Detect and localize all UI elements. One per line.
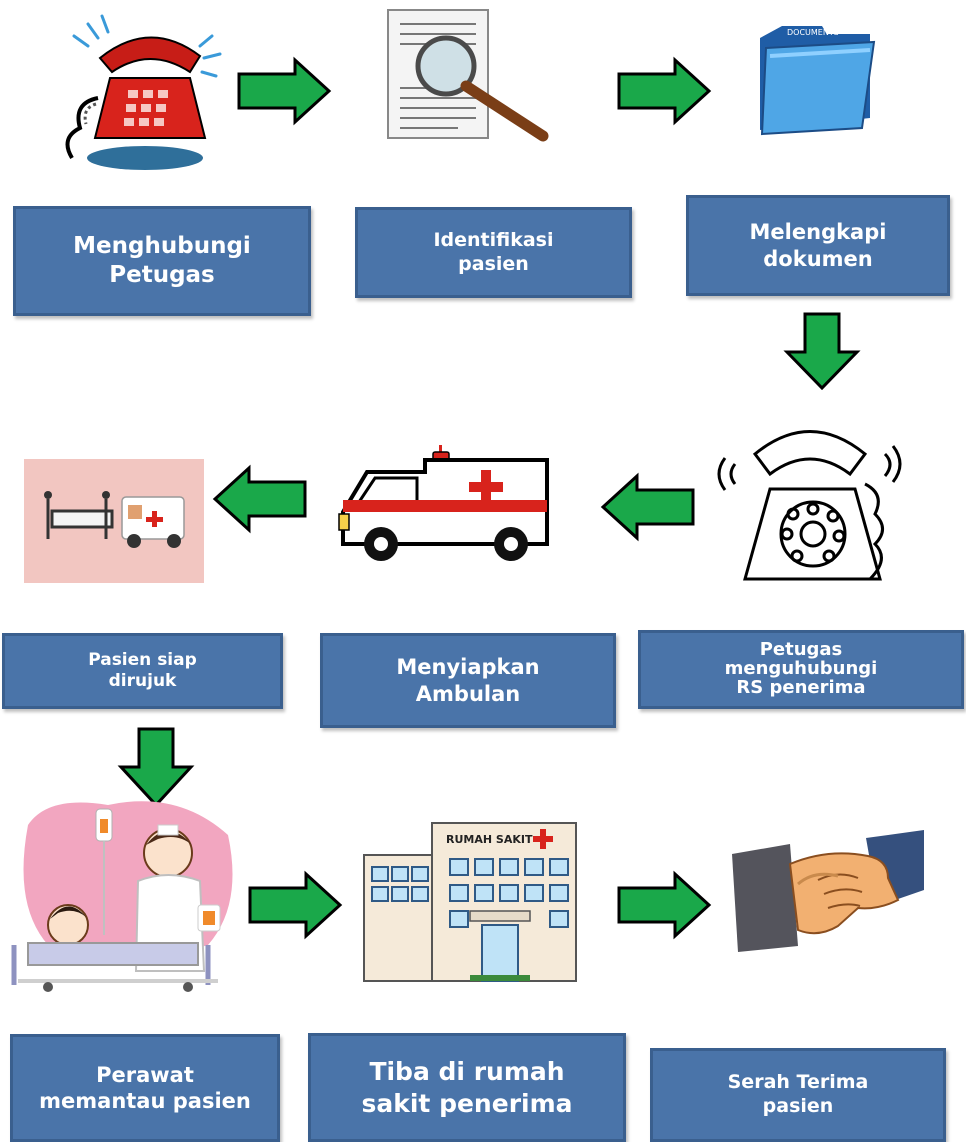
step-label-line1: Identifikasi (433, 228, 554, 251)
stretcher-ambulance-icon (24, 459, 204, 583)
step-label-line2: sakit penerima (361, 1088, 573, 1118)
step-label-line1: Petugas (759, 639, 843, 661)
arrow-left-icon (600, 472, 695, 542)
step-label-line2: dokumen (763, 246, 873, 271)
step-box-pasien-siap-dirujuk: Pasien siap dirujuk (2, 633, 283, 709)
step-box-serah-terima-pasien: Serah Terima pasien (650, 1048, 946, 1142)
ringing-telephone-icon (717, 430, 902, 581)
step-box-tiba-di-rumah-sakit: Tiba di rumah sakit penerima (308, 1033, 626, 1142)
step-label-line1: Menghubungi (73, 233, 251, 260)
step-label-line2: dirujuk (108, 671, 177, 691)
step-label-line1: Perawat (96, 1062, 194, 1087)
step-box-menyiapkan-ambulan: Menyiapkan Ambulan (320, 633, 616, 728)
step-box-perawat-memantau-pasien: Perawat memantau pasien (10, 1034, 280, 1142)
folder-tab-label: DOCUMENTS (787, 28, 839, 37)
handshake-icon (732, 830, 924, 952)
arrow-right-icon (248, 870, 343, 940)
step-box-identifikasi-pasien: Identifikasi pasien (355, 207, 632, 298)
step-box-petugas-menghubungi-rs: Petugas menguhubungi RS penerima (638, 630, 964, 709)
arrow-down-icon (117, 727, 195, 807)
step-label-line3: RS penerima (736, 676, 866, 698)
step-label-line1: Melengkapi (749, 220, 887, 245)
arrow-right-icon (617, 870, 712, 940)
step-label-line2: memantau pasien (39, 1089, 251, 1113)
step-label-line1: Menyiapkan (396, 655, 540, 680)
step-label-line1: Pasien siap (88, 649, 197, 670)
step-label-line1: Serah Terima (727, 1071, 869, 1094)
red-telephone-icon (65, 14, 222, 170)
ambulance-icon (338, 445, 549, 561)
magnifier-document-icon (387, 9, 549, 142)
documents-folder-icon: DOCUMENTS (760, 26, 876, 136)
step-label-line2: Petugas (109, 262, 215, 288)
nurse-patient-icon (11, 801, 233, 992)
hospital-building-icon: RUMAH SAKIT (363, 822, 577, 982)
arrow-right-icon (237, 56, 332, 126)
step-label-line2: menguhubungi (724, 658, 878, 680)
step-label-line2: pasien (762, 1095, 834, 1117)
arrow-left-icon (212, 464, 307, 534)
step-box-melengkapi-dokumen: Melengkapi dokumen (686, 195, 950, 296)
hospital-sign: RUMAH SAKIT (446, 833, 533, 846)
step-label-line2: Ambulan (415, 681, 521, 706)
arrow-right-icon (617, 56, 712, 126)
arrow-down-icon (783, 312, 861, 390)
step-label-line1: Tiba di rumah (369, 1057, 565, 1087)
step-label-line2: pasien (458, 252, 529, 275)
step-box-menghubungi-petugas: Menghubungi Petugas (13, 206, 311, 316)
